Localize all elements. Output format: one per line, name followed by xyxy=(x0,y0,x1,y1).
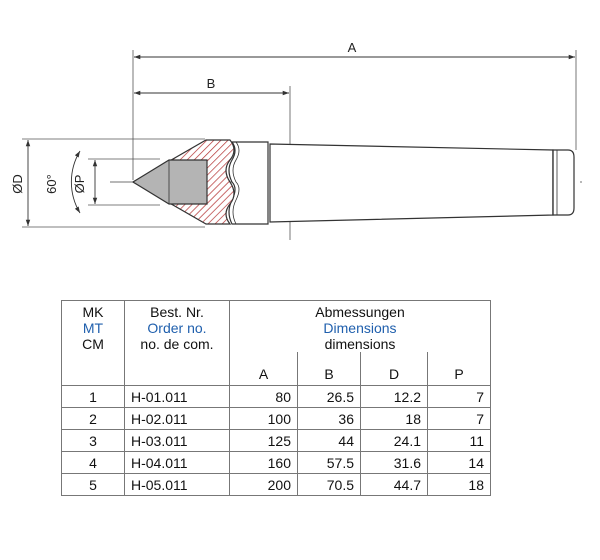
cell-mk: 1 xyxy=(61,385,125,408)
cell-p: 7 xyxy=(427,407,491,430)
technical-drawing: A B ØD 60° ØP xyxy=(10,40,585,240)
table-row: 3 H-03.011 125 44 24.1 11 xyxy=(61,429,491,452)
cell-mk: 2 xyxy=(61,407,125,430)
header-mk-en: MT xyxy=(82,320,104,336)
header-mk-de: MK xyxy=(82,304,104,320)
carbide-tip xyxy=(131,159,208,205)
header-dims-de: Abmessungen xyxy=(315,304,405,320)
cell-mk: 5 xyxy=(61,473,125,496)
subheader-p: P xyxy=(427,352,491,386)
header-dims-en: Dimensions xyxy=(323,320,397,336)
cell-d: 24.1 xyxy=(360,429,428,452)
cell-p: 11 xyxy=(427,429,491,452)
header-order-fr: no. de com. xyxy=(140,336,214,352)
label-a: A xyxy=(348,40,357,55)
cell-a: 100 xyxy=(229,407,298,430)
cell-b: 36 xyxy=(297,407,361,430)
cell-order: H-03.011 xyxy=(124,429,230,452)
cell-d: 44.7 xyxy=(360,473,428,496)
subheader-a: A xyxy=(229,352,298,386)
taper-shank xyxy=(269,143,575,223)
cell-mk: 4 xyxy=(61,451,125,474)
cell-mk: 3 xyxy=(61,429,125,452)
cell-order: H-05.011 xyxy=(124,473,230,496)
cell-p: 7 xyxy=(427,385,491,408)
header-dims-fr: dimensions xyxy=(324,336,396,352)
cell-d: 12.2 xyxy=(360,385,428,408)
header-order-de: Best. Nr. xyxy=(150,304,204,320)
cell-a: 80 xyxy=(229,385,298,408)
label-angle: 60° xyxy=(44,174,59,194)
cell-order: H-04.011 xyxy=(124,451,230,474)
angle-arc xyxy=(70,150,81,214)
cell-b: 44 xyxy=(297,429,361,452)
cell-order: H-01.011 xyxy=(124,385,230,408)
cell-b: 57.5 xyxy=(297,451,361,474)
cell-d: 18 xyxy=(360,407,428,430)
header-mk-fr: CM xyxy=(82,336,104,352)
cell-b: 70.5 xyxy=(297,473,361,496)
cell-b: 26.5 xyxy=(297,385,361,408)
cell-a: 160 xyxy=(229,451,298,474)
table-row: 5 H-05.011 200 70.5 44.7 18 xyxy=(61,473,491,496)
table-row: 4 H-04.011 160 57.5 31.6 14 xyxy=(61,451,491,474)
table-row: 1 H-01.011 80 26.5 12.2 7 xyxy=(61,385,491,408)
cell-a: 125 xyxy=(229,429,298,452)
header-order: Best. Nr. Order no. no. de com. xyxy=(124,300,230,386)
header-order-en: Order no. xyxy=(147,320,207,336)
label-diameter-p: ØP xyxy=(72,175,87,194)
subheader-d: D xyxy=(360,352,428,386)
dimensions-table: MK MT CM Best. Nr. Order no. no. de com.… xyxy=(61,300,491,496)
table-row: 2 H-02.011 100 36 18 7 xyxy=(61,407,491,430)
header-dimensions: Abmessungen Dimensions dimensions xyxy=(229,300,491,352)
label-b: B xyxy=(207,76,216,91)
label-diameter-d: ØD xyxy=(10,174,25,194)
subheader-b: B xyxy=(297,352,361,386)
cell-order: H-02.011 xyxy=(124,407,230,430)
header-mk: MK MT CM xyxy=(61,300,125,386)
cell-p: 14 xyxy=(427,451,491,474)
table-header-row: MK MT CM Best. Nr. Order no. no. de com.… xyxy=(61,300,491,386)
cell-a: 200 xyxy=(229,473,298,496)
collar xyxy=(228,141,269,225)
cell-p: 18 xyxy=(427,473,491,496)
cell-d: 31.6 xyxy=(360,451,428,474)
